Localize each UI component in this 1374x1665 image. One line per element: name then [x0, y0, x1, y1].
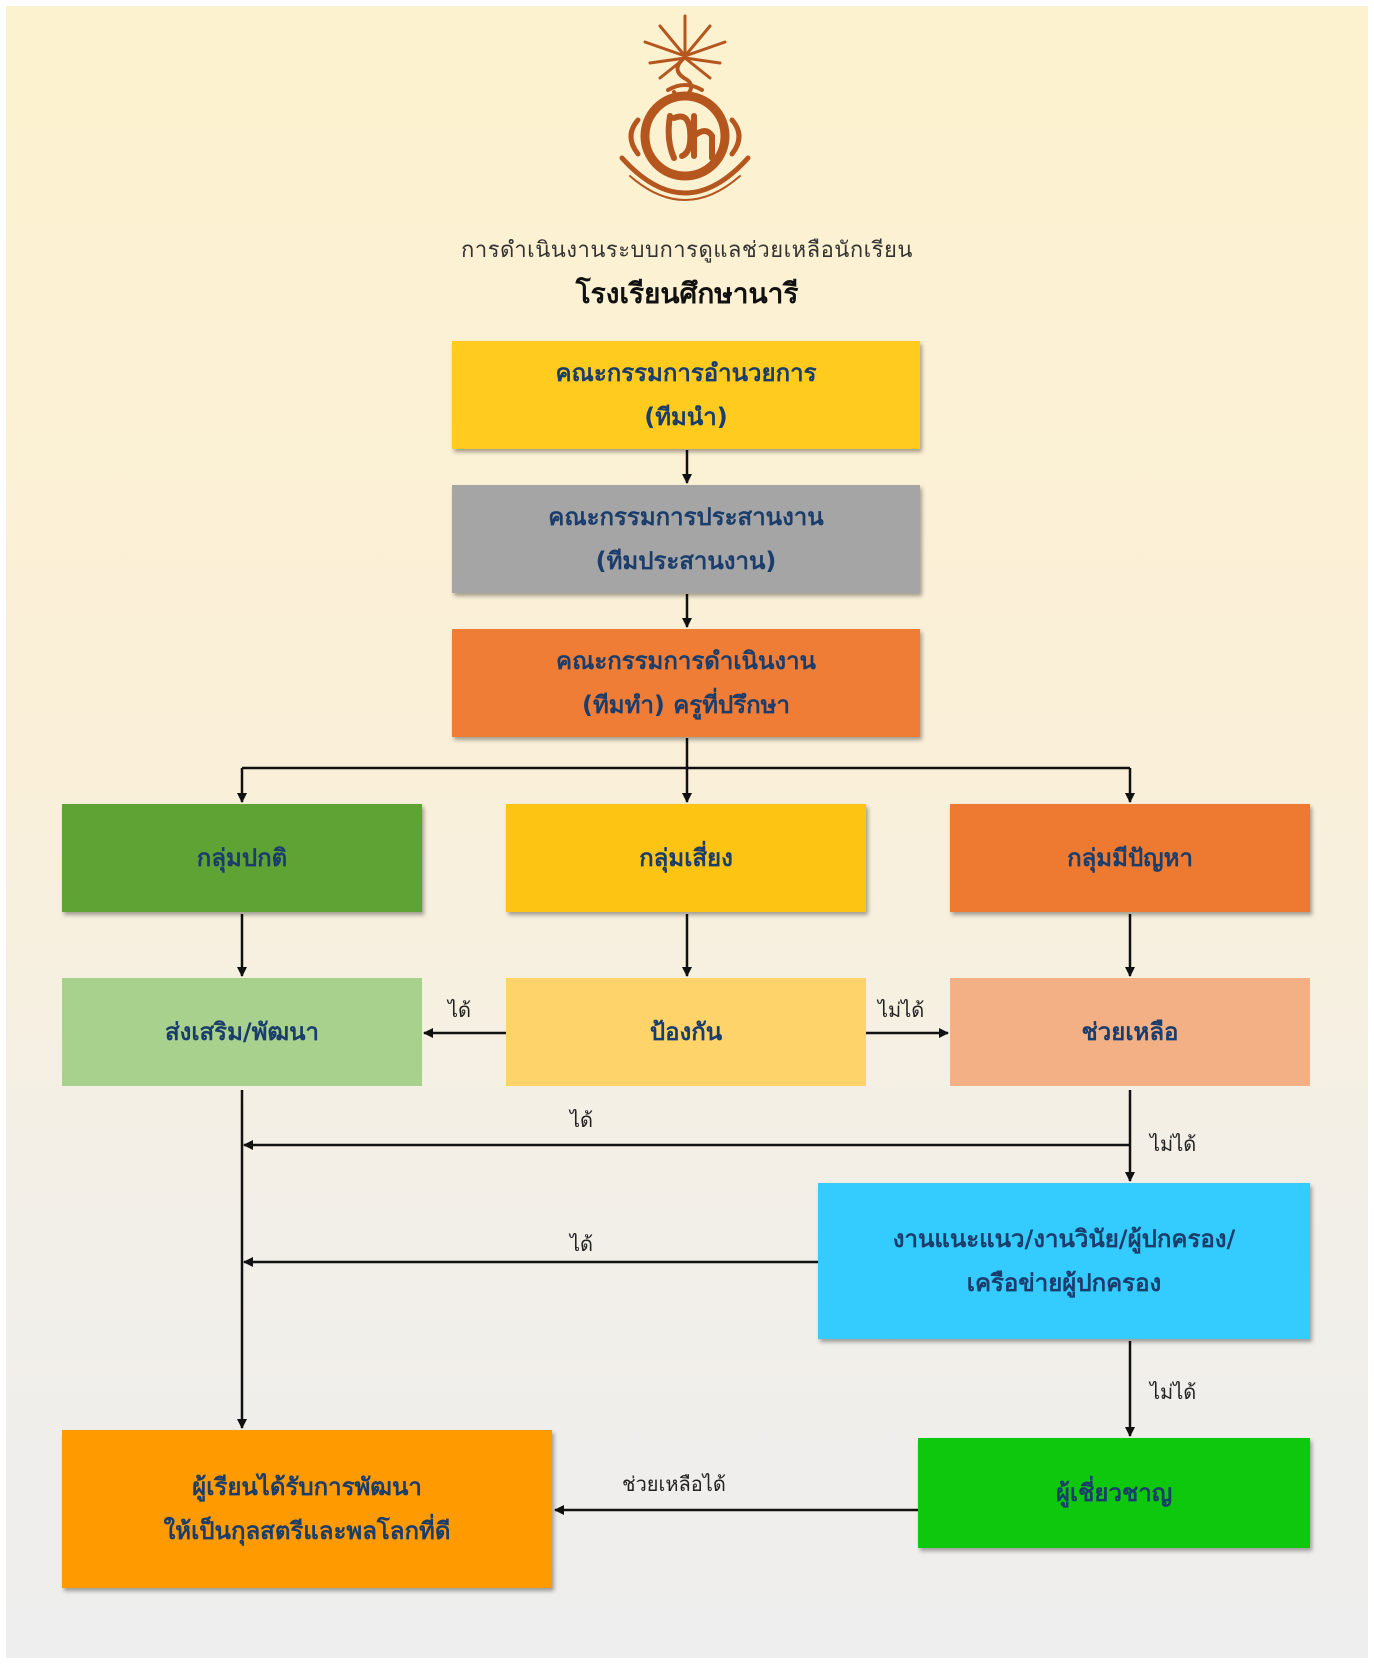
operation-committee-box: คณะกรรมการดำเนินงาน (ทีมทำ) ครูที่ปรึกษา — [452, 629, 920, 737]
edge-label-prevent-to-promote: ได้ — [448, 998, 472, 1022]
outcome-line-2: ให้เป็นกุลสตรีและพลโลกที่ดี — [163, 1517, 451, 1545]
edge-label-help-to-main: ได้ — [570, 1108, 594, 1132]
edge-label-help-to-guidance: ไม่ได้ — [1150, 1132, 1197, 1156]
guidance-box: งานแนะแนว/งานวินัย/ผู้ปกครอง/ เครือข่ายผ… — [818, 1183, 1310, 1339]
coordination-committee-team: (ทีมประสานงาน) — [595, 547, 777, 575]
guidance-line-1: งานแนะแนว/งานวินัย/ผู้ปกครอง/ — [892, 1224, 1236, 1253]
diagram-subtitle: การดำเนินงานระบบการดูแลช่วยเหลือนักเรียน — [461, 238, 913, 263]
edge-label-expert-to-outcome: ช่วยเหลือได้ — [622, 1472, 726, 1496]
edge-label-guidance-to-expert: ไม่ได้ — [1150, 1380, 1197, 1404]
coordination-committee-box: คณะกรรมการประสานงาน (ทีมประสานงาน) — [452, 485, 920, 593]
risk-group-box: กลุ่มเสี่ยง — [506, 804, 866, 912]
operation-committee-team: (ทีมทำ) ครูที่ปรึกษา — [582, 691, 790, 719]
guidance-line-2: เครือข่ายผู้ปกครอง — [966, 1269, 1162, 1297]
board-committee-title: คณะกรรมการอำนวยการ — [555, 358, 817, 387]
promote-box: ส่งเสริม/พัฒนา — [62, 978, 422, 1086]
problem-group-box: กลุ่มมีปัญหา — [950, 804, 1310, 912]
school-name: โรงเรียนศึกษานารี — [575, 277, 799, 310]
expert-label: ผู้เชี่ยวชาญ — [1055, 1478, 1173, 1507]
risk-group-label: กลุ่มเสี่ยง — [639, 843, 733, 872]
edge-label-guidance-to-main: ได้ — [570, 1232, 594, 1256]
problem-group-label: กลุ่มมีปัญหา — [1067, 843, 1193, 872]
help-box: ช่วยเหลือ — [950, 978, 1310, 1086]
promote-label: ส่งเสริม/พัฒนา — [164, 1017, 320, 1046]
board-committee-box: คณะกรรมการอำนวยการ (ทีมนำ) — [452, 341, 920, 449]
board-committee-team: (ทีมนำ) — [644, 403, 728, 431]
expert-box: ผู้เชี่ยวชาญ — [918, 1438, 1310, 1548]
coordination-committee-title: คณะกรรมการประสานงาน — [548, 502, 824, 531]
prevent-label: ป้องกัน — [649, 1017, 723, 1046]
outcome-line-1: ผู้เรียนได้รับการพัฒนา — [192, 1472, 422, 1501]
help-label: ช่วยเหลือ — [1081, 1017, 1179, 1046]
prevent-box: ป้องกัน — [506, 978, 866, 1086]
outcome-box: ผู้เรียนได้รับการพัฒนา ให้เป็นกุลสตรีและ… — [62, 1430, 552, 1588]
normal-group-box: กลุ่มปกติ — [62, 804, 422, 912]
normal-group-label: กลุ่มปกติ — [196, 843, 288, 872]
school-logo — [619, 14, 751, 201]
operation-committee-title: คณะกรรมการดำเนินงาน — [556, 646, 816, 675]
edge-label-prevent-to-help: ไม่ได้ — [878, 998, 925, 1022]
